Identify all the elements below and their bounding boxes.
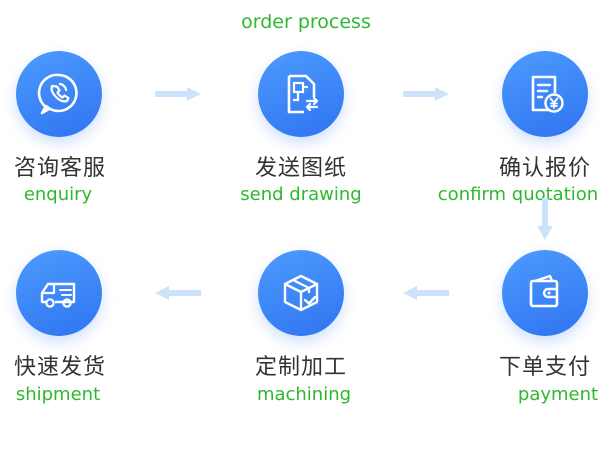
step-enquiry-en: enquiry: [23, 184, 93, 205]
step-confirm-quotation-circle: [502, 51, 588, 137]
wallet-icon: [529, 274, 559, 308]
box-check-icon: [283, 274, 319, 312]
drawing-document-icon: [287, 74, 319, 114]
step-shipment-circle: [16, 250, 102, 336]
step-payment-en: payment: [517, 384, 599, 405]
phone-chat-icon: [37, 73, 78, 115]
arrow-left-2: [155, 285, 201, 301]
delivery-truck-icon: [40, 282, 76, 308]
step-machining-circle: [258, 250, 344, 336]
step-enquiry-zh: 咨询客服: [13, 156, 106, 181]
step-confirm-quotation-zh: 确认报价: [498, 156, 591, 181]
page-title: order process: [241, 11, 371, 33]
step-machining-en: machining: [256, 384, 352, 405]
quotation-yen-icon: [531, 75, 564, 113]
step-machining-zh: 定制加工: [254, 355, 347, 380]
step-payment-circle: [502, 250, 588, 336]
step-send-drawing-circle: [258, 51, 344, 137]
step-send-drawing-en: send drawing: [240, 184, 362, 205]
step-shipment-zh: 快速发货: [13, 355, 106, 380]
step-send-drawing-zh: 发送图纸: [254, 156, 347, 181]
arrow-right-2: [403, 86, 449, 102]
arrow-down: [536, 198, 554, 240]
step-payment-zh: 下单支付: [498, 355, 591, 380]
step-shipment-en: shipment: [15, 384, 101, 405]
arrow-left-1: [403, 285, 449, 301]
step-confirm-quotation-en: confirm quotation: [437, 184, 599, 205]
step-enquiry-circle: [16, 51, 102, 137]
arrow-right-1: [155, 86, 201, 102]
